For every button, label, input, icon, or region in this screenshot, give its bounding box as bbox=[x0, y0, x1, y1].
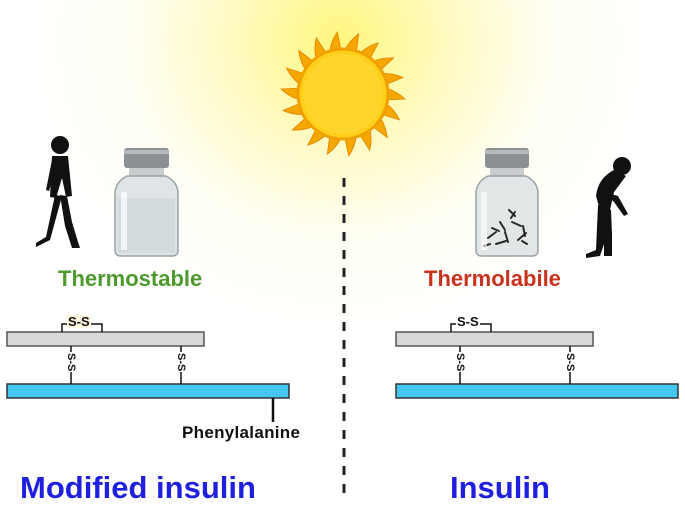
insulin-title: Insulin bbox=[450, 470, 550, 505]
a-chain-right bbox=[395, 331, 594, 347]
walking-person-icon bbox=[36, 136, 80, 248]
fibrillated-vial-icon bbox=[475, 148, 539, 257]
disulfide-label-inter2-right: S-S bbox=[564, 352, 576, 373]
disulfide-label-inter1-left: S-S bbox=[65, 352, 77, 373]
disulfide-label-intra-right: S-S bbox=[456, 314, 480, 329]
b-chain-right bbox=[395, 383, 679, 399]
disulfide-label-inter2-left: S-S bbox=[175, 352, 187, 373]
clear-vial-icon bbox=[114, 148, 179, 257]
a-chain-left bbox=[6, 331, 205, 347]
modified-insulin-title: Modified insulin bbox=[20, 470, 256, 505]
thermostable-label: Thermostable bbox=[58, 266, 203, 291]
thermolabile-label: Thermolabile bbox=[424, 266, 561, 291]
insulin-diagram bbox=[395, 323, 679, 399]
modified-insulin-diagram bbox=[6, 323, 290, 422]
phenylalanine-label: Phenylalanine bbox=[182, 423, 301, 442]
sun-icon bbox=[280, 31, 406, 157]
bent-person-icon bbox=[586, 157, 631, 258]
disulfide-label-inter1-right: S-S bbox=[454, 352, 466, 373]
b-chain-left bbox=[6, 383, 290, 399]
disulfide-label-intra-left: S-S bbox=[67, 314, 91, 329]
